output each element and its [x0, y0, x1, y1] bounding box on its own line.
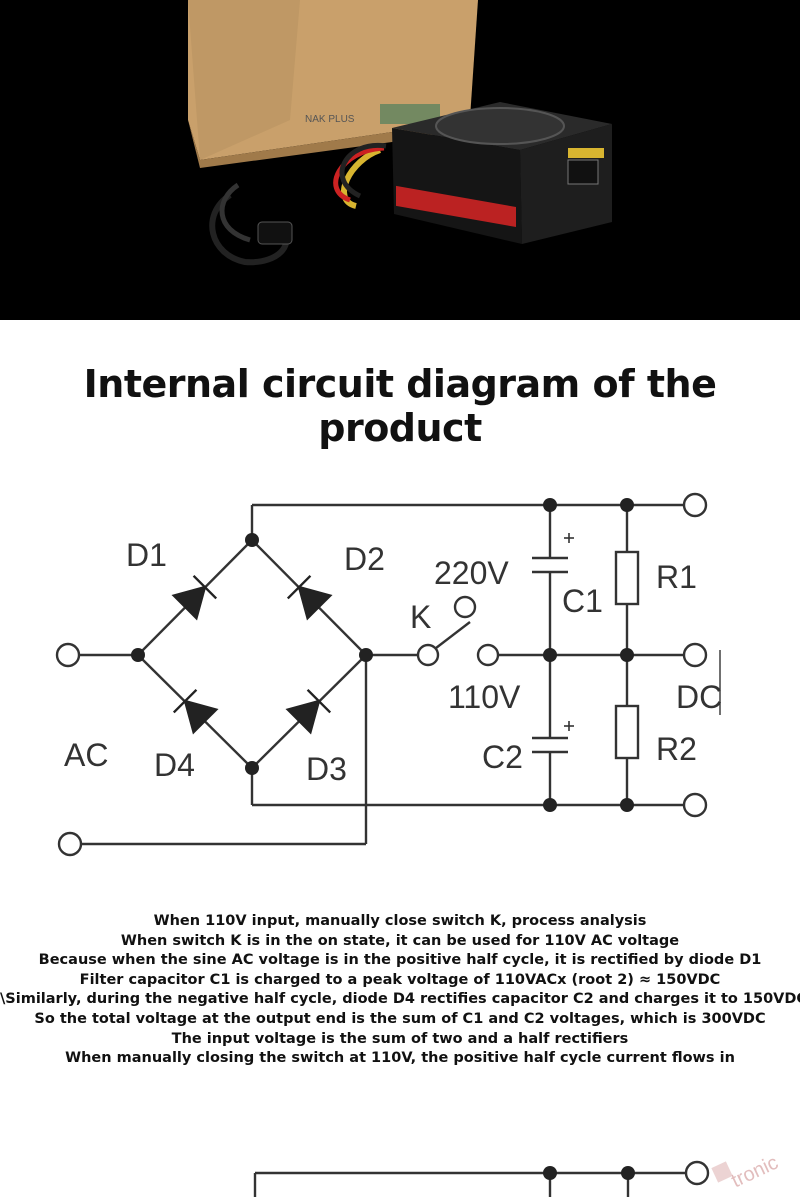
node-bridge-left [131, 648, 145, 662]
label-d3: D3 [306, 751, 347, 787]
switch-k-lever [435, 621, 471, 649]
label-r1: R1 [656, 559, 697, 595]
node-partial-r [621, 1166, 635, 1180]
node-bridge-bottom [245, 761, 259, 775]
label-110v: 110V [448, 679, 521, 715]
product-photo: NAK PLUS [0, 0, 800, 320]
explanation-line: \Similarly, during the negative half cyc… [0, 991, 800, 1008]
power-cord [209, 182, 293, 266]
psu-unit [392, 102, 612, 244]
label-c1: C1 [562, 583, 603, 619]
page-title: Internal circuit diagram of the product [83, 362, 717, 450]
terminal-220v [453, 595, 477, 619]
node-bridge-right [359, 648, 373, 662]
label-r2: R2 [656, 731, 697, 767]
explanation-line: Because when the sine AC voltage is in t… [38, 952, 762, 969]
circuit-diagram: D1 D2 D4 D3 220V K C1 C2 R1 R2 110V AC D… [55, 492, 722, 857]
label-ac: AC [64, 737, 108, 773]
label-d4: D4 [154, 747, 195, 783]
node-r2-bottom [620, 798, 634, 812]
explanation-line: Filter capacitor C1 is charged to a peak… [79, 971, 721, 988]
explanation-text: When 110V input, manually close switch K… [0, 912, 800, 1069]
circuit-diagram-partial: tronic [253, 1152, 782, 1197]
node-c1-top [543, 498, 557, 512]
node-r1-top [620, 498, 634, 512]
label-220v: 220V [434, 555, 509, 591]
diode-d1 [171, 574, 218, 621]
brand-text: NAK PLUS [305, 114, 355, 125]
terminal-dc-top [682, 492, 708, 518]
psu-cables [333, 142, 387, 209]
node-r-mid [620, 648, 634, 662]
explanation-line: The input voltage is the sum of two and … [171, 1030, 629, 1047]
terminal-dc-mid [682, 642, 708, 668]
terminal-partial [684, 1160, 710, 1186]
resistor-r2 [614, 704, 640, 760]
explanation-line: When switch K is in the on state, it can… [120, 932, 680, 949]
terminal-ac-bottom [57, 831, 83, 857]
label-k: K [410, 599, 431, 635]
node-c2-bottom [543, 798, 557, 812]
explanation-line: So the total voltage at the output end i… [34, 1010, 766, 1027]
resistor-r1 [614, 550, 640, 606]
diode-d3 [285, 688, 332, 735]
label-c2: C2 [482, 739, 523, 775]
watermark: tronic [711, 1152, 782, 1193]
terminal-ac-top [55, 642, 81, 668]
node-bridge-top [245, 533, 259, 547]
explanation-line: When 110V input, manually close switch K… [153, 913, 647, 929]
product-box: NAK PLUS [188, 0, 478, 168]
node-partial-c [543, 1166, 557, 1180]
explanation-line: When manually closing the switch at 110V… [65, 1050, 735, 1067]
diode-d4 [172, 688, 219, 735]
terminal-110v [476, 643, 500, 667]
watermark-text: tronic [728, 1152, 782, 1193]
terminal-dc-bottom [682, 792, 708, 818]
switch-k-pivot [416, 643, 440, 667]
label-dc: DC [676, 679, 722, 715]
label-d1: D1 [126, 537, 167, 573]
label-d2: D2 [344, 541, 385, 577]
node-c-mid [543, 648, 557, 662]
diode-d2 [286, 574, 333, 621]
